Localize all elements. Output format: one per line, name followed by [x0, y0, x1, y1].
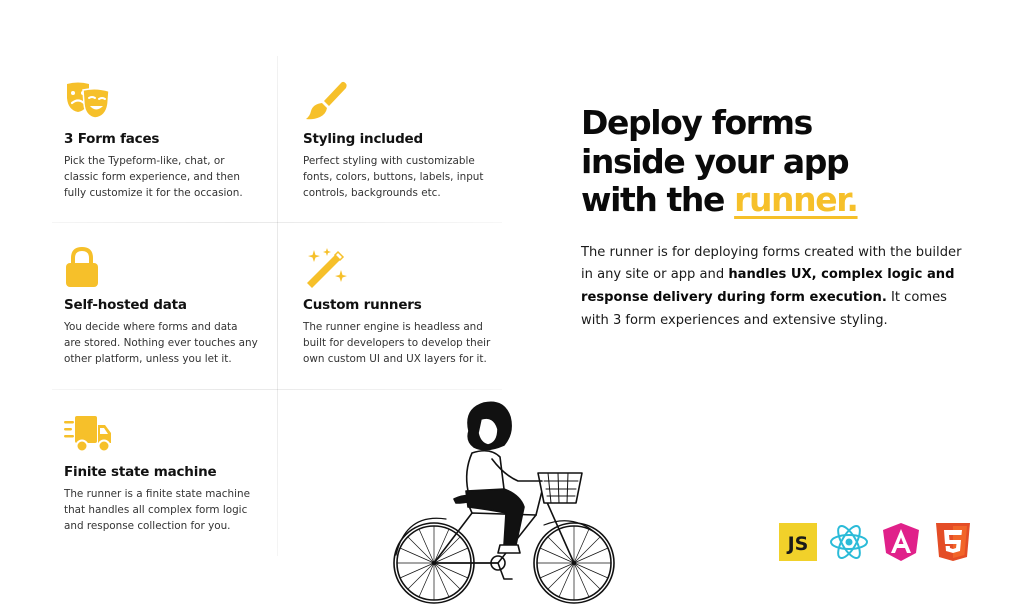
- feature-title: Styling included: [303, 131, 423, 147]
- feature-title: Self-hosted data: [64, 297, 187, 313]
- hero-section: Deploy forms inside your app with the ru…: [581, 103, 1001, 332]
- feature-title: 3 Form faces: [64, 131, 160, 147]
- js-logo-label: JS: [786, 533, 809, 555]
- angular-logo-icon: [883, 523, 919, 561]
- javascript-logo-icon: JS: [779, 523, 817, 561]
- feature-description: The runner engine is headless and built …: [303, 321, 491, 366]
- feature-title: Custom runners: [303, 297, 422, 313]
- feature-self-hosted: Self-hosted data You decide where forms …: [64, 246, 264, 368]
- feature-description: Perfect styling with customizable fonts,…: [303, 155, 484, 200]
- grid-divider-horizontal: [52, 222, 502, 223]
- woman-riding-bicycle-illustration: [393, 401, 615, 604]
- magic-wand-icon: [307, 248, 347, 288]
- lock-icon: [66, 246, 98, 287]
- paintbrush-icon: [306, 81, 347, 120]
- feature-title: Finite state machine: [64, 464, 217, 480]
- grid-divider-vertical: [277, 56, 278, 556]
- feature-form-faces: 3 Form faces Pick the Typeform-like, cha…: [64, 80, 264, 202]
- theater-masks-icon: [67, 82, 110, 119]
- feature-custom-runners: Custom runners The runner engine is head…: [303, 246, 503, 368]
- html5-logo-icon: [936, 523, 970, 561]
- hero-heading: Deploy forms inside your app with the ru…: [581, 103, 859, 219]
- feature-styling: Styling included Perfect styling with cu…: [303, 80, 503, 202]
- feature-description: Pick the Typeform-like, chat, or classic…: [64, 155, 243, 200]
- hero-accent-word: runner.: [734, 180, 859, 219]
- feature-state-machine: Finite state machine The runner is a fin…: [64, 413, 264, 535]
- feature-description: The runner is a finite state machine tha…: [64, 488, 250, 533]
- react-logo-icon: [830, 525, 868, 559]
- hero-description: The runner is for deploying forms create…: [581, 244, 962, 328]
- features-grid: 3 Form faces Pick the Typeform-like, cha…: [52, 56, 502, 556]
- grid-divider-horizontal: [52, 389, 502, 390]
- feature-description: You decide where forms and data are stor…: [64, 321, 258, 366]
- delivery-truck-icon: [64, 416, 111, 453]
